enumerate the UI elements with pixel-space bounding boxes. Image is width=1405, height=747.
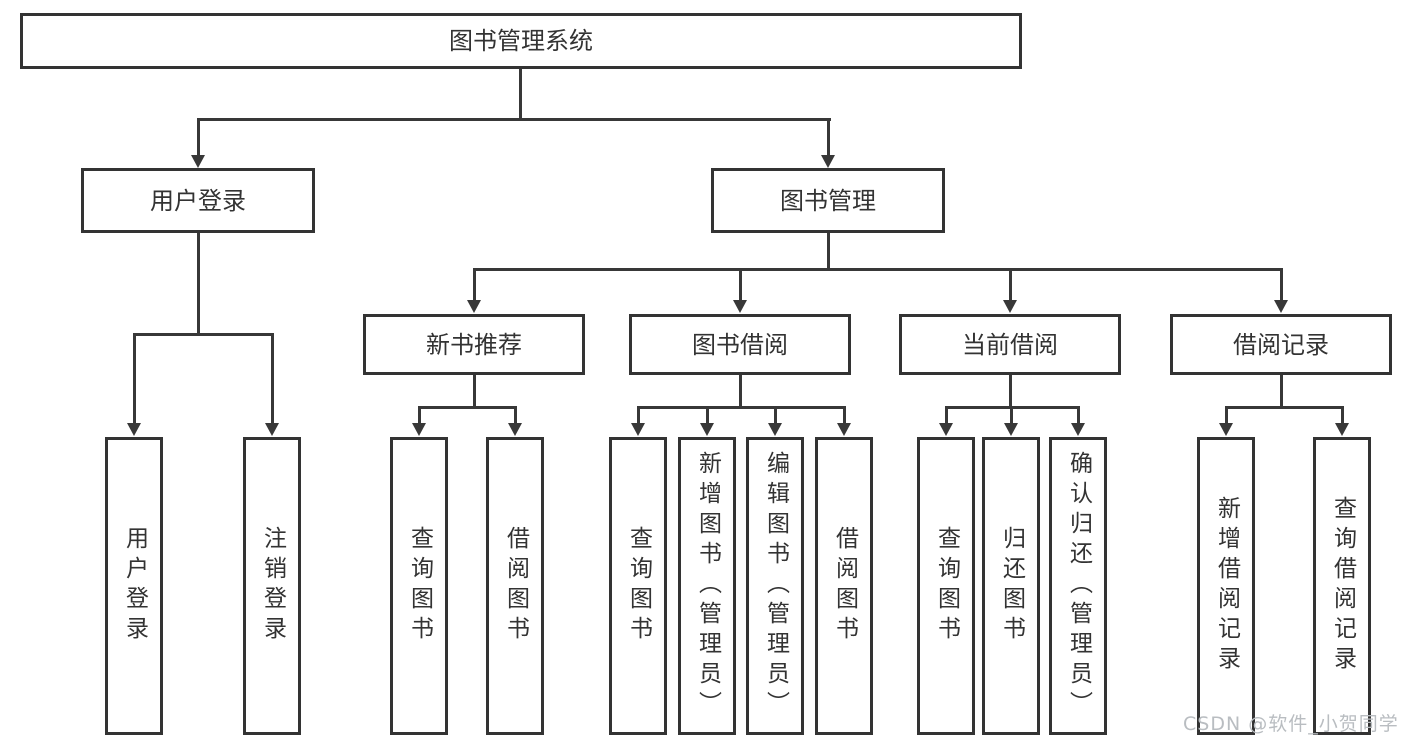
- arrowhead-br-query: [1335, 423, 1349, 436]
- connector-user-login-crossbar: [133, 333, 274, 336]
- arrowhead-cb-return: [1004, 423, 1018, 436]
- leaf-cb-confirm-return-label: 确认归还（管理员）: [1065, 451, 1092, 721]
- connector-stem-login-leaf: [133, 333, 136, 424]
- leaf-cb-query-books-label: 查询图书: [933, 526, 960, 646]
- arrowhead-new-books: [467, 300, 481, 313]
- node-current-borrow: 当前借阅: [899, 314, 1121, 375]
- leaf-bb-edit-books: 编辑图书（管理员）: [746, 437, 804, 735]
- leaf-user-login: 用户登录: [105, 437, 163, 735]
- arrowhead-book-mgmt: [821, 155, 835, 168]
- leaf-br-add-record: 新增借阅记录: [1197, 437, 1255, 735]
- connector-stem-br-query: [1341, 406, 1344, 424]
- connector-new-books-crossbar: [418, 406, 517, 409]
- leaf-bb-add-books-label: 新增图书（管理员）: [694, 451, 721, 721]
- node-root-label: 图书管理系统: [449, 27, 593, 55]
- leaf-bb-edit-books-label: 编辑图书（管理员）: [762, 451, 789, 721]
- connector-stem-borrow-records: [1280, 268, 1283, 301]
- node-book-borrow-label: 图书借阅: [692, 330, 788, 359]
- connector-stem-nb-query: [418, 406, 421, 424]
- connector-book-mgmt-crossbar: [473, 268, 1283, 271]
- arrowhead-cb-confirm: [1071, 423, 1085, 436]
- connector-stem-nb-borrow: [514, 406, 517, 424]
- connector-stem-br-add: [1225, 406, 1228, 424]
- leaf-cb-query-books: 查询图书: [917, 437, 975, 735]
- leaf-logout-label: 注销登录: [259, 526, 286, 646]
- arrowhead-br-add: [1219, 423, 1233, 436]
- connector-stem-bb-edit: [774, 406, 777, 424]
- node-user-login: 用户登录: [81, 168, 315, 233]
- leaf-bb-query-books-label: 查询图书: [625, 526, 652, 646]
- arrowhead-logout-leaf: [265, 423, 279, 436]
- connector-stem-current-borrow: [1009, 268, 1012, 301]
- connector-book-borrow-crossbar: [637, 406, 846, 409]
- node-borrow-records-label: 借阅记录: [1233, 330, 1329, 359]
- node-user-login-label: 用户登录: [150, 186, 246, 215]
- connector-borrow-records-trunk: [1280, 375, 1283, 406]
- leaf-user-login-label: 用户登录: [121, 526, 148, 646]
- arrowhead-bb-query: [631, 423, 645, 436]
- connector-stem-bb-query: [637, 406, 640, 424]
- connector-stem-bb-add: [706, 406, 709, 424]
- arrowhead-bb-borrow: [837, 423, 851, 436]
- connector-stem-bb-borrow: [843, 406, 846, 424]
- connector-stem-cb-query: [945, 406, 948, 424]
- node-book-mgmt-label: 图书管理: [780, 186, 876, 215]
- arrowhead-nb-borrow: [508, 423, 522, 436]
- connector-stem-cb-confirm: [1077, 406, 1080, 424]
- connector-stem-cb-return: [1010, 406, 1013, 424]
- leaf-br-query-record-label: 查询借阅记录: [1329, 496, 1356, 676]
- leaf-br-add-record-label: 新增借阅记录: [1213, 496, 1240, 676]
- connector-stem-book-mgmt: [827, 118, 830, 156]
- leaf-cb-confirm-return: 确认归还（管理员）: [1049, 437, 1107, 735]
- leaf-nb-query-books: 查询图书: [390, 437, 448, 735]
- arrowhead-bb-edit: [768, 423, 782, 436]
- leaf-bb-borrow-books-label: 借阅图书: [831, 526, 858, 646]
- arrowhead-cb-query: [939, 423, 953, 436]
- leaf-cb-return-books-label: 归还图书: [998, 526, 1025, 646]
- node-root: 图书管理系统: [20, 13, 1022, 69]
- node-new-books: 新书推荐: [363, 314, 585, 375]
- leaf-nb-borrow-books-label: 借阅图书: [502, 526, 529, 646]
- arrowhead-nb-query: [412, 423, 426, 436]
- node-borrow-records: 借阅记录: [1170, 314, 1392, 375]
- arrowhead-user-login: [191, 155, 205, 168]
- connector-current-borrow-trunk: [1009, 375, 1012, 406]
- connector-new-books-trunk: [473, 375, 476, 406]
- node-book-borrow: 图书借阅: [629, 314, 851, 375]
- leaf-nb-query-books-label: 查询图书: [406, 526, 433, 646]
- connector-root-trunk: [519, 69, 522, 118]
- arrowhead-current-borrow: [1003, 300, 1017, 313]
- arrowhead-bb-add: [700, 423, 714, 436]
- leaf-logout: 注销登录: [243, 437, 301, 735]
- leaf-br-query-record: 查询借阅记录: [1313, 437, 1371, 735]
- connector-user-login-trunk: [197, 233, 200, 333]
- connector-stem-new-books: [473, 268, 476, 301]
- connector-stem-logout-leaf: [271, 333, 274, 424]
- connector-book-borrow-trunk: [739, 375, 742, 406]
- leaf-nb-borrow-books: 借阅图书: [486, 437, 544, 735]
- leaf-bb-borrow-books: 借阅图书: [815, 437, 873, 735]
- csdn-watermark: CSDN @软件_小贺同学: [1183, 713, 1399, 735]
- connector-root-crossbar: [197, 118, 831, 121]
- leaf-cb-return-books: 归还图书: [982, 437, 1040, 735]
- connector-stem-book-borrow: [739, 268, 742, 301]
- arrowhead-borrow-records: [1274, 300, 1288, 313]
- connector-book-mgmt-trunk: [827, 233, 830, 268]
- arrowhead-login-leaf: [127, 423, 141, 436]
- leaf-bb-add-books: 新增图书（管理员）: [678, 437, 736, 735]
- leaf-bb-query-books: 查询图书: [609, 437, 667, 735]
- node-book-mgmt: 图书管理: [711, 168, 945, 233]
- node-current-borrow-label: 当前借阅: [962, 330, 1058, 359]
- arrowhead-book-borrow: [733, 300, 747, 313]
- connector-borrow-records-crossbar: [1225, 406, 1344, 409]
- node-new-books-label: 新书推荐: [426, 330, 522, 359]
- connector-stem-user-login: [197, 118, 200, 156]
